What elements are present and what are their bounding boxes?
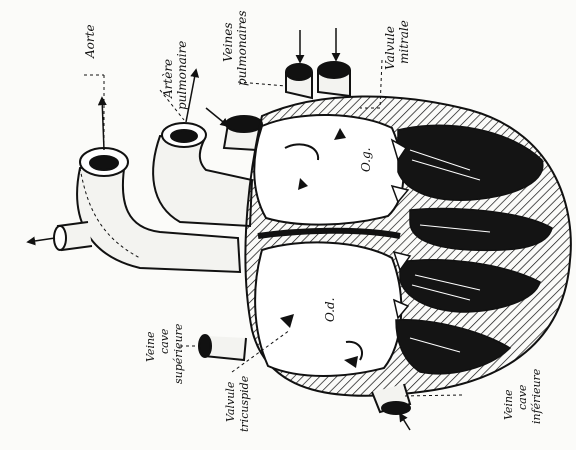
label-valvule-mitrale-2: mitrale — [397, 20, 411, 64]
label-veine-cave-inferieure-2: cave — [516, 384, 529, 410]
label-veine-cave-superieure-3: supérieure — [172, 323, 185, 384]
label-od: O.d. — [323, 298, 337, 322]
label-veine-cave-inferieure-3: inférieure — [530, 368, 543, 424]
label-veines-pulmonaires-1: Veines — [221, 23, 235, 63]
inferior-vena-cava — [372, 384, 410, 430]
aorta-branch — [28, 222, 92, 250]
label-valvule-tricuspide-1: Valvule — [224, 381, 237, 422]
superior-vena-cava — [199, 335, 246, 360]
label-veine-cave-inferieure-1: Veine — [502, 389, 515, 420]
label-valvule-tricuspide-2: tricuspide — [238, 375, 251, 432]
label-valvule-mitrale-1: Valvule — [383, 26, 397, 70]
left-atrium — [254, 115, 403, 225]
label-veine-cave-superieure-2: cave — [158, 328, 171, 354]
label-aorte: Aorte — [83, 24, 97, 59]
label-artere-pulmonaire-1: Artère — [161, 59, 175, 99]
label-og: O.g. — [359, 148, 373, 172]
label-veines-pulmonaires-2: pulmonaires — [235, 10, 249, 86]
label-artere-pulmonaire-2: pulmonaire — [175, 41, 189, 110]
label-veine-cave-superieure-1: Veine — [144, 331, 157, 362]
